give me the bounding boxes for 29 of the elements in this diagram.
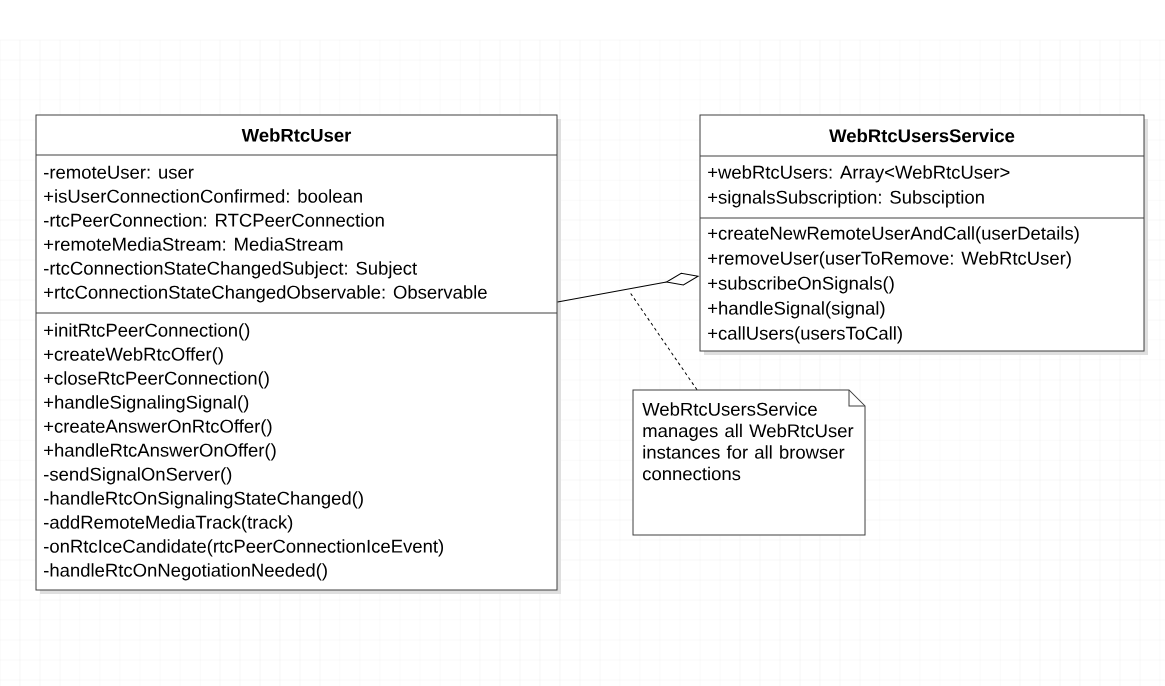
method: +createWebRtcOffer() (44, 347, 223, 365)
leader-line (628, 290, 698, 391)
method: -sendSignalOnServer() (44, 467, 232, 485)
method: -onRtcIceCandidate(rtcPeerConnectionIceEvent) (44, 539, 444, 557)
attribute: -remoteUser: user (44, 165, 194, 179)
method: +createNewRemoteUserAndCall(userDetails) (708, 226, 1079, 244)
method: +initRtcPeerConnection() (44, 323, 250, 341)
note-box: WebRtcUsersService manages all WebRtcUser instances for all browser connections (632, 389, 866, 536)
method: -handleRtcOnNegotiationNeeded() (44, 563, 327, 581)
aggregation-line (557, 272, 699, 303)
method: +handleRtcAnswerOnOffer() (44, 443, 276, 461)
method: +callUsers(usersToCall) (708, 326, 902, 344)
attribute: +isUserConnectionConfirmed: boolean (44, 189, 362, 203)
method: -addRemoteMediaTrack(track) (44, 515, 293, 533)
attribute: +signalsSubscription: Subsciption (708, 190, 984, 208)
attribute: +rtcConnectionStateChangedObservable: Observable (44, 285, 487, 303)
method: +closeRtcPeerConnection() (44, 371, 269, 389)
class-name: WebRtcUser (241, 128, 352, 142)
attribute: -rtcPeerConnection: RTCPeerConnection (44, 213, 384, 227)
method: +removeUser(userToRemove: WebRtcUser) (708, 251, 1071, 269)
attribute: -rtcConnectionStateChangedSubject: Subject (44, 261, 417, 279)
attribute: +remoteMediaStream: MediaStream (44, 237, 343, 251)
attribute: +webRtcUsers: Array<WebRtcUser> (708, 165, 1010, 183)
method: -handleRtcOnSignalingStateChanged() (44, 491, 363, 509)
method: +subscribeOnSignals() (708, 276, 894, 294)
method: +handleSignalingSignal() (44, 395, 249, 413)
method: +createAnswerOnRtcOffer() (44, 419, 272, 437)
method: +handleSignal(signal) (708, 301, 885, 319)
class-name: WebRtcUsersService (829, 128, 1015, 143)
